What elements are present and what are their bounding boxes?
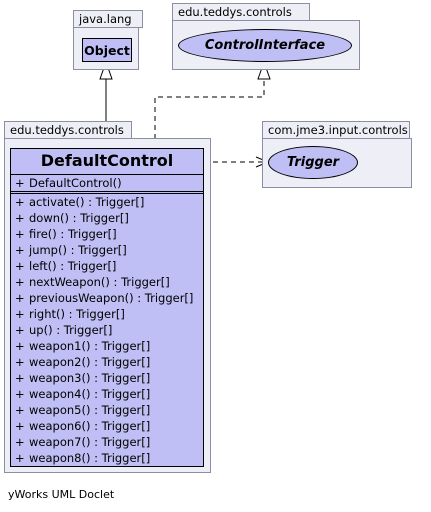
method-signature: weapon5() : Trigger[] <box>29 403 151 417</box>
visibility-public: + <box>15 451 25 465</box>
class-name-divider <box>11 174 203 175</box>
visibility-public: + <box>15 259 25 273</box>
method-signature: fire() : Trigger[] <box>29 227 117 241</box>
method-signature: previousWeapon() : Trigger[] <box>29 291 194 305</box>
constructor-divider <box>11 191 203 192</box>
visibility-public: + <box>15 291 25 305</box>
class-object-name: Object <box>84 42 130 58</box>
method-row: + jump() : Trigger[] <box>15 242 127 258</box>
class-trigger[interactable]: Trigger <box>268 146 358 179</box>
constructor-row: + DefaultControl() <box>15 175 122 191</box>
class-default-control-name: DefaultControl <box>40 151 174 170</box>
visibility-public: + <box>15 339 25 353</box>
visibility-public: + <box>15 176 25 190</box>
visibility-public: + <box>15 307 25 321</box>
package-label-java-lang: java.lang <box>79 12 132 26</box>
visibility-public: + <box>15 227 25 241</box>
method-row: + fire() : Trigger[] <box>15 226 117 242</box>
visibility-public: + <box>15 419 25 433</box>
visibility-public: + <box>15 323 25 337</box>
method-signature: jump() : Trigger[] <box>29 243 127 257</box>
package-label-jme3-input-controls: com.jme3.input.controls <box>268 123 408 137</box>
method-row: + activate() : Trigger[] <box>15 194 144 210</box>
method-row: + weapon3() : Trigger[] <box>15 370 150 386</box>
visibility-public: + <box>15 355 25 369</box>
visibility-public: + <box>15 435 25 449</box>
method-row: + weapon1() : Trigger[] <box>15 338 150 354</box>
method-row: + down() : Trigger[] <box>15 210 129 226</box>
method-row: + weapon8() : Trigger[] <box>15 450 150 466</box>
method-signature: activate() : Trigger[] <box>29 195 145 209</box>
method-row: + weapon7() : Trigger[] <box>15 434 150 450</box>
package-tab-jme3-input-controls: com.jme3.input.controls <box>262 121 410 139</box>
method-signature: weapon6() : Trigger[] <box>29 419 151 433</box>
constructor-signature: DefaultControl() <box>29 176 122 190</box>
method-row: + left() : Trigger[] <box>15 258 116 274</box>
visibility-public: + <box>15 387 25 401</box>
package-tab-edu-teddys-controls: edu.teddys.controls <box>4 121 132 139</box>
visibility-public: + <box>15 195 25 209</box>
method-row: + weapon4() : Trigger[] <box>15 386 150 402</box>
interface-control-interface-name: ControlInterface <box>204 38 326 53</box>
package-tab-edu-teddys-controls-interface: edu.teddys.controls <box>172 3 310 21</box>
method-signature: down() : Trigger[] <box>29 211 129 225</box>
visibility-public: + <box>15 275 25 289</box>
visibility-public: + <box>15 211 25 225</box>
method-row: + weapon2() : Trigger[] <box>15 354 150 370</box>
class-object[interactable]: Object <box>82 38 132 62</box>
method-row: + weapon5() : Trigger[] <box>15 402 150 418</box>
visibility-public: + <box>15 403 25 417</box>
class-trigger-name: Trigger <box>286 155 340 170</box>
method-signature: up() : Trigger[] <box>29 323 113 337</box>
method-row: + previousWeapon() : Trigger[] <box>15 290 193 306</box>
method-signature: weapon7() : Trigger[] <box>29 435 151 449</box>
method-row: + nextWeapon() : Trigger[] <box>15 274 170 290</box>
method-row: + right() : Trigger[] <box>15 306 125 322</box>
visibility-public: + <box>15 243 25 257</box>
realization-arrowhead <box>257 60 271 80</box>
method-signature: weapon8() : Trigger[] <box>29 451 151 465</box>
inheritance-arrowhead <box>99 60 113 80</box>
method-signature: right() : Trigger[] <box>29 307 125 321</box>
method-signature: left() : Trigger[] <box>29 259 117 273</box>
method-signature: weapon4() : Trigger[] <box>29 387 151 401</box>
package-label-edu-teddys-controls-interface: edu.teddys.controls <box>178 5 292 19</box>
package-tab-java-lang: java.lang <box>73 10 143 28</box>
interface-control-interface[interactable]: ControlInterface <box>178 29 352 62</box>
visibility-public: + <box>15 371 25 385</box>
method-signature: weapon1() : Trigger[] <box>29 339 151 353</box>
method-signature: weapon2() : Trigger[] <box>29 355 151 369</box>
method-row: + weapon6() : Trigger[] <box>15 418 150 434</box>
method-signature: nextWeapon() : Trigger[] <box>29 275 170 289</box>
package-label-edu-teddys-controls: edu.teddys.controls <box>10 123 124 137</box>
class-default-control[interactable]: DefaultControl + DefaultControl() + activa… <box>10 148 204 467</box>
method-row: + up() : Trigger[] <box>15 322 112 338</box>
method-signature: weapon3() : Trigger[] <box>29 371 151 385</box>
footer-credit: yWorks UML Doclet <box>8 488 115 501</box>
methods-divider <box>11 193 203 194</box>
